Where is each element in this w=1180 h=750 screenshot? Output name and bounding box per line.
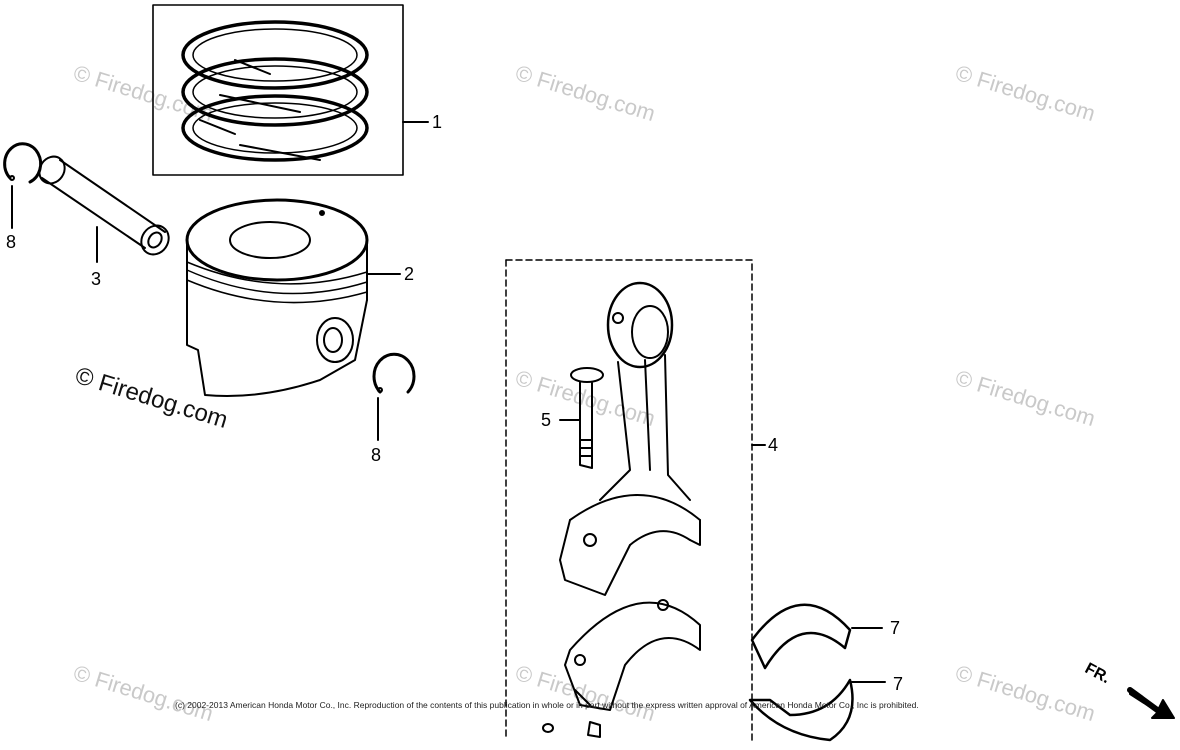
rod-cap (564, 599, 701, 711)
piston (185, 198, 369, 397)
nut (542, 723, 554, 733)
callout-5: 5 (541, 410, 552, 430)
callout-7: 7 (893, 674, 904, 694)
piston-ring-set-box (152, 4, 404, 176)
circlip-left (3, 142, 43, 184)
callout-3: 3 (91, 269, 102, 289)
bearing-upper (750, 603, 852, 670)
callout-8: 8 (371, 445, 382, 465)
piston-ring-set (181, 20, 369, 162)
bearing-lower (748, 678, 854, 742)
nut (587, 721, 601, 738)
callout-1: 1 (432, 112, 443, 132)
connecting-rod (559, 281, 701, 596)
piston-pin (38, 155, 170, 256)
callout-2: 2 (404, 264, 415, 284)
circlip-right (372, 352, 416, 394)
connecting-rod-box (505, 259, 753, 741)
callout-8: 8 (6, 232, 17, 252)
copyright-notice: (c) 2002-2013 American Honda Motor Co., … (175, 700, 919, 710)
callout-7: 7 (890, 618, 901, 638)
front-arrow-icon (1127, 687, 1175, 719)
callout-4: 4 (768, 435, 779, 455)
rod-bolt (570, 367, 604, 469)
